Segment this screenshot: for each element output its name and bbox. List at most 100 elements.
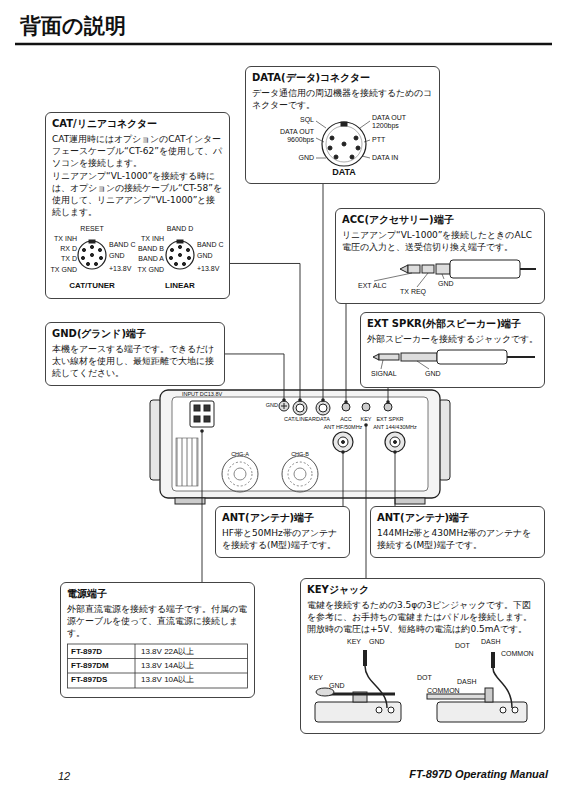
callout-heading: GND(グランド)端子 (52, 327, 218, 341)
pin-label: DASH (457, 678, 476, 686)
pin-label: TX REQ (400, 288, 426, 296)
page-title: 背面の説明 (20, 12, 126, 40)
leader-line (395, 452, 396, 506)
table-cell: FT-897DM (71, 661, 109, 670)
leader-dot (321, 398, 325, 402)
leader-dot (200, 429, 204, 433)
leader-dot (386, 400, 390, 404)
leader-dot (282, 398, 286, 402)
callout-heading: CAT/リニアコネクター (52, 117, 223, 131)
callout-box: CAT/リニアコネクター CAT運用時にはオプションのCATインターフェースケーブ… (45, 112, 230, 299)
table-cell: 13.8V 14A以上 (141, 661, 194, 670)
callout-box: ANT(アンテナ)端子 HF帯と50MHz帯のアンテナを接続する(M型)端子です。 (215, 506, 350, 558)
leader-dot (298, 398, 302, 402)
table-cell: 13.8V 22A以上 (141, 647, 194, 656)
pin-label: EXT ALC (358, 282, 387, 290)
callout-box: DATA(データ)コネクターデータ通信用の周辺機器を接続するためのコネクターです… (245, 66, 440, 184)
callout-heading: EXT SPKR(外部スピーカー)端子 (367, 317, 538, 331)
callout-figure: EXT ALC GND TX REQ (342, 256, 538, 298)
pin-label: GND (369, 638, 385, 646)
callout-figure: SQL DATA OUT 1200bpsDATA OUT 9600bpsPTT GN… (252, 114, 433, 178)
callout-heading: DATA(データ)コネクター (252, 71, 433, 85)
panel-label: ANT HF/50MHz (324, 424, 363, 430)
footer-title: FT-897D Operating Manual (409, 768, 548, 781)
pin-label: GND (425, 370, 441, 378)
panel-label: CAT/LINEAR (284, 416, 316, 422)
leader-line (230, 263, 300, 400)
title-rule (15, 43, 552, 46)
pin-label: DATA OUT 1200bps (372, 114, 418, 130)
pin-label: GND (298, 154, 314, 162)
pin-label: +13.8V (109, 265, 131, 273)
pin-label: DATA OUT 9600bps (268, 128, 314, 144)
callout-text: 電鍵を接続するための3.5φの3ピンジャックです。下図を参考に、お手持ちの電鍵ま… (307, 599, 538, 635)
callout-text: 外部スピーカーを接続するジャックです。 (367, 333, 538, 345)
pin-label: TX INH (54, 235, 77, 243)
pin-label: GND (109, 252, 125, 260)
pin-label: +13.8V (197, 265, 219, 273)
pin-label: RX D (60, 245, 77, 253)
panel-label: ANT 144/430MHz (373, 424, 417, 430)
callout-box: GND(グランド)端子本機をアースする端子です。できるだけ太い線材を使用し、最短… (45, 322, 225, 386)
pin-label: SIGNAL (371, 370, 397, 378)
panel-label: CHG-A (231, 451, 249, 457)
pin-label: BAND A (138, 255, 164, 263)
callout-text: CAT運用時にはオプションのCATインターフェースケーブル“CT-62”を使用し… (52, 133, 223, 169)
callout-figure: FT-897D13.8V 22A以上FT-897DM13.8V 14A以上FT-… (67, 642, 248, 692)
pin-label: COMMON (501, 650, 534, 658)
pin-label: BAND C (109, 241, 135, 249)
pin-label: SQL (300, 116, 314, 124)
callout-text: 本機をアースする端子です。できるだけ太い線材を使用し、最短距離で大地に接続してく… (52, 343, 218, 379)
connector-name: DATA (332, 167, 356, 177)
leader-dot (364, 423, 368, 427)
leader-line (343, 452, 344, 506)
pin-label: TX GND (138, 266, 164, 274)
pin-label: DOT (417, 674, 432, 682)
pin-label: PTT (372, 136, 385, 144)
callout-text: リニアアンプ“VL-1000”を接続する時には、オプションの接続ケーブル“CT-… (52, 170, 223, 219)
callout-text: 144MHz帯と430MHz帯のアンテナを接続する(M型)端子です。 (377, 527, 538, 551)
pin-label: DASH (481, 638, 500, 646)
pin-label: COMMON (427, 687, 460, 695)
leader-line (323, 184, 324, 400)
callout-heading: 電源端子 (67, 587, 248, 601)
callout-text: 外部直流電源を接続する端子です。付属の電源ケーブルを使って、直流電源に接続します… (67, 603, 248, 639)
panel-label: DATA (316, 416, 330, 422)
acc-plug-figure (342, 256, 538, 298)
panel-label: INPUT DC13.8V (182, 391, 222, 397)
pin-label: TX GND (51, 266, 77, 274)
callout-heading: ANT(アンテナ)端子 (377, 511, 538, 525)
pin-label: RESET (80, 225, 103, 233)
page-number: 12 (58, 770, 70, 783)
pin-label: GND (197, 252, 213, 260)
pin-label: BAND D (167, 225, 193, 233)
leader-line (388, 388, 389, 402)
pin-label: BAND B (138, 245, 164, 253)
callout-box: KEYジャック電鍵を接続するための3.5φの3ピンジャックです。下図を参考に、お… (300, 578, 545, 734)
panel-label: EXT SPKR (376, 416, 403, 422)
callout-box: ANT(アンテナ)端子 144MHz帯と430MHz帯のアンテナを接続する(M型)… (370, 506, 545, 558)
leader-dot (344, 400, 348, 404)
pin-label: GND (438, 280, 454, 288)
radio-rear-panel (150, 390, 450, 504)
pin-label: TX D (61, 255, 77, 263)
pin-label: TX INH (141, 235, 164, 243)
table-cell: 13.8V 10A以上 (141, 675, 194, 684)
callout-box: 電源端子外部直流電源を接続する端子です。付属の電源ケーブルを使って、直流電源に接… (60, 582, 255, 698)
connector-name: CAT/TUNER (69, 281, 115, 290)
pin-label: KEY (347, 638, 361, 646)
panel-label: GND (266, 402, 278, 408)
leader-dot (341, 450, 345, 454)
callout-box: EXT SPKR(外部スピーカー)端子外部スピーカーを接続するジャックです。 S… (360, 312, 545, 388)
callout-text: HF帯と50MHz帯のアンテナを接続する(M型)端子です。 (222, 527, 343, 551)
leader-line (366, 425, 367, 578)
callout-heading: ANT(アンテナ)端子 (222, 511, 343, 525)
callout-figure: KEYGNDKEYGNDDOTDASHCOMMONDOTDASHCOMMON (307, 638, 538, 728)
pin-label: DOT (455, 642, 470, 650)
panel-label: KEY (360, 416, 371, 422)
pin-label: DATA IN (372, 154, 398, 162)
callout-figure: SIGNAL GND (367, 348, 538, 382)
callout-text: リニアアンプ“VL-1000”を接続したときのALC電圧の入力と、送受信切り換え… (342, 229, 538, 253)
pin-label: KEY (309, 674, 323, 682)
